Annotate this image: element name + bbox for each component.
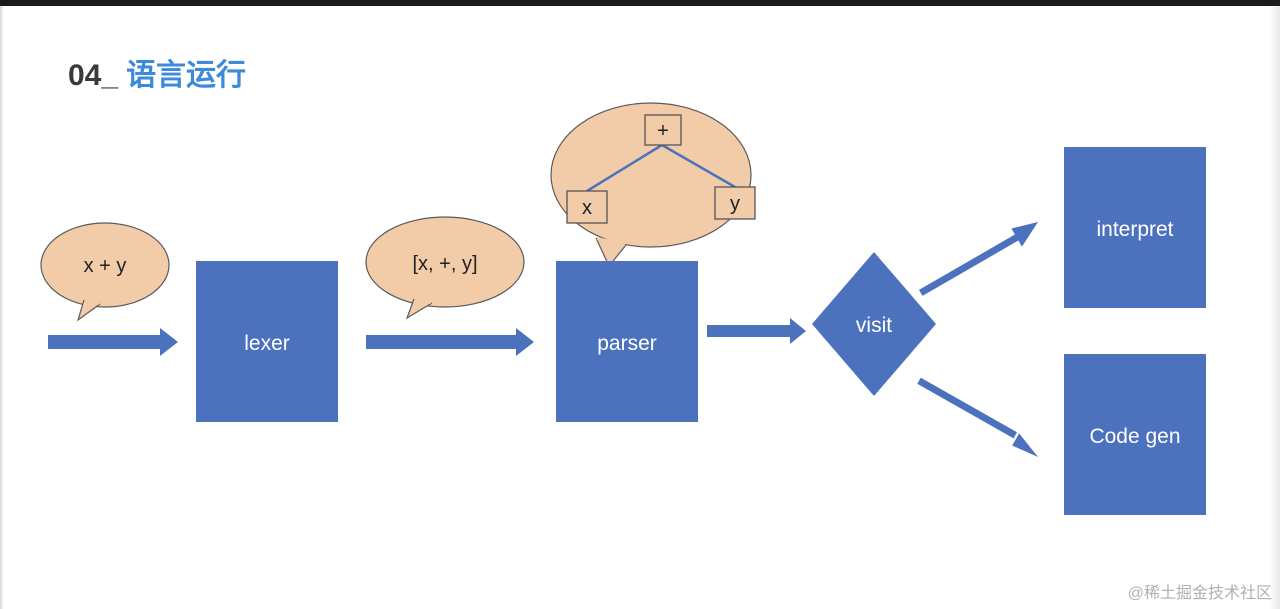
heading-number: 04_ [68,59,119,92]
watermark: @稀土掘金技术社区 [1127,585,1272,602]
source-bubble-tail [76,299,101,322]
slide-edge-right [1270,6,1280,609]
parser-label: parser [597,332,657,355]
ast-edge-right [661,143,736,189]
ast-root-label: + [657,120,669,142]
ast-edge-left [586,143,663,193]
tokens-bubble-shape [365,216,525,308]
source-code-bubble: x + y [40,222,170,322]
top-bar [0,0,1280,6]
codegen-box: Code gen [1064,354,1206,515]
ast-left-label: x [582,197,592,219]
lexer-label: lexer [244,332,290,355]
arrow-visit-to-interpret [919,222,1038,296]
parser-box: parser [556,261,698,422]
arrow-parser-to-visit [707,318,806,344]
tokens-bubble: [x, +, y] [365,216,525,320]
slide-edge-left [0,6,4,609]
codegen-label: Code gen [1089,425,1180,448]
ast-node-root: + [644,114,682,146]
source-bubble-text: x + y [84,255,127,277]
ast-right-label: y [730,193,740,215]
lexer-box: lexer [196,261,338,422]
visit-diamond: visit [812,252,936,396]
ast-bubble: + x y [550,102,756,268]
ast-node-right: y [714,186,756,220]
tokens-bubble-tail [405,298,433,320]
interpret-label: interpret [1096,218,1173,241]
ast-node-left: x [566,190,608,224]
arrow-lexer-to-parser [366,328,534,356]
arrow-input-to-lexer [48,328,178,356]
visit-label: visit [856,314,892,337]
source-bubble-shape [40,222,170,308]
tokens-bubble-text: [x, +, y] [412,253,477,275]
heading-title: 语言运行 [126,59,247,92]
slide-heading: 04_语言运行 [68,50,246,94]
interpret-box: interpret [1064,147,1206,308]
